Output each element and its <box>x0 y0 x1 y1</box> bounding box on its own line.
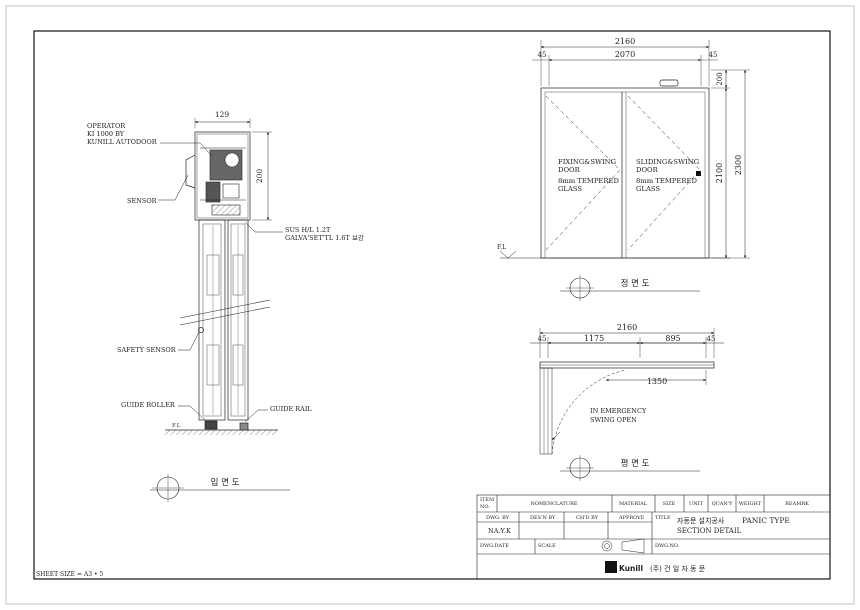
dim-front-right: 45 <box>709 51 718 59</box>
svg-text:IN EMERGENCY: IN EMERGENCY <box>590 407 647 415</box>
dim-plan-a: 1175 <box>584 334 604 343</box>
dim-plan-total: 2160 <box>617 323 637 332</box>
label-operator: OPERATOR KI 1000 BY KUNILL AUTODOOR <box>87 122 158 146</box>
svg-text:FIXING&SWING: FIXING&SWING <box>558 158 616 166</box>
tb-quanty: QUAN'Y <box>712 501 734 507</box>
header-sensor <box>659 79 679 87</box>
dim-plan-b: 895 <box>665 334 680 343</box>
dim-plan-right: 45 <box>707 335 716 343</box>
tb-dwg-no: DWG.NO. <box>655 543 680 549</box>
label-emergency: IN EMERGENCY SWING OPEN <box>590 407 647 424</box>
tb-title-label: TITLE <box>655 515 671 521</box>
svg-text:KI 1000 BY: KI 1000 BY <box>87 130 125 138</box>
svg-text:DOOR: DOOR <box>636 166 659 174</box>
tb-size: SIZE <box>663 501 676 507</box>
break-line <box>179 299 271 326</box>
tb-unit: UNIT <box>689 501 704 507</box>
view-title-plan: 평 면 도 <box>621 458 650 469</box>
dim-front-total-h: 2300 <box>734 155 743 175</box>
label-guide-rail: GUIDE RAIL <box>270 405 312 413</box>
tb-item: ITEM <box>480 497 494 503</box>
svg-text:DOOR: DOOR <box>558 166 581 174</box>
svg-text:SLIDING&SWING: SLIDING&SWING <box>636 158 699 166</box>
svg-text:SWING OPEN: SWING OPEN <box>590 416 637 424</box>
drawing-frame <box>33 30 831 580</box>
tb-drawer: NA.Y.K <box>488 527 511 535</box>
tb-dwg-date: DWG.DATE <box>480 543 509 549</box>
section-view <box>150 118 290 502</box>
tb-remark: REAMRK <box>785 501 809 507</box>
fixed-leaf-plan <box>539 367 553 455</box>
svg-text:8mm TEMPERED: 8mm TEMPERED <box>636 177 697 185</box>
tb-weight: WEIGHT <box>739 501 762 507</box>
tb-title-main: 자동문 설치공사 <box>677 516 725 525</box>
sheet-size: SHEET SIZE = A3 • 5 <box>36 571 103 578</box>
tb-title-type: PANIC TYPE <box>742 516 790 525</box>
company-name: (주) 건 일 자 동 문 <box>650 564 706 573</box>
label-sus: SUS H/L 1.2T GALVA'SET'TL 1.6T 보강 <box>285 226 364 242</box>
dim-width-129: 129 <box>215 110 230 119</box>
tb-title-sub: SECTION DETAIL <box>677 527 742 535</box>
svg-text:KUNILL AUTODOOR: KUNILL AUTODOOR <box>87 138 158 146</box>
door-leaves <box>198 219 249 421</box>
label-safety-sensor: SAFETY SENSOR <box>117 346 177 354</box>
svg-text:GALVA'SET'TL 1.6T 보강: GALVA'SET'TL 1.6T 보강 <box>285 233 364 242</box>
title-block <box>476 494 831 580</box>
label-sensor: SENSOR <box>127 197 158 205</box>
company-logo: Kunill <box>619 564 643 573</box>
label-fl-front: F.L <box>497 244 506 251</box>
sensor-housing <box>185 154 196 189</box>
dim-front-top: 200 <box>716 72 724 85</box>
title-block-text: ITEM NO. NOMENCLATURE MATERIAL SIZE UNIT… <box>480 497 809 549</box>
tb-chd-by: CH'D BY <box>576 515 599 521</box>
dim-front-door-h: 2100 <box>715 163 724 183</box>
svg-text:OPERATOR: OPERATOR <box>87 122 126 130</box>
dim-plan-open: 1350 <box>647 377 667 386</box>
dim-front-total: 2160 <box>615 37 635 46</box>
svg-text:8mm TEMPERED: 8mm TEMPERED <box>558 177 619 185</box>
view-title-front: 정 면 도 <box>621 278 650 289</box>
tb-desn-by: DES'N BY <box>530 515 556 521</box>
front-view <box>499 40 750 301</box>
fixing-swing-indicator <box>545 95 621 251</box>
view-title-section: 입 면 도 <box>211 477 240 488</box>
plan-view <box>530 328 724 481</box>
dim-front-left: 45 <box>538 51 547 59</box>
tb-dwg-by: DWG. BY <box>486 515 510 521</box>
tb-nomenclature: NOMENCLATURE <box>530 501 577 507</box>
operator-mechanism <box>200 147 246 216</box>
label-guide-roller: GUIDE ROLLER <box>121 401 176 409</box>
dim-plan-left: 45 <box>538 335 547 343</box>
outer-sheet-border <box>5 5 855 605</box>
label-fixing-swing: FIXING&SWING DOOR 8mm TEMPERED GLASS <box>558 158 619 193</box>
svg-text:GLASS: GLASS <box>636 185 660 193</box>
svg-text:GLASS: GLASS <box>558 185 582 193</box>
dim-height-200: 200 <box>255 169 264 184</box>
dim-front-inner: 2070 <box>615 50 635 59</box>
tb-material: MATERIAL <box>619 501 648 507</box>
svg-text:SUS H/L 1.2T: SUS H/L 1.2T <box>285 226 331 234</box>
tb-scale: SCALE <box>538 543 556 549</box>
label-sliding-swing: SLIDING&SWING DOOR 8mm TEMPERED GLASS <box>636 158 699 193</box>
label-fl-section: F.L <box>172 423 181 429</box>
tb-approve: APPROVE <box>618 515 645 521</box>
tb-no: NO. <box>480 504 490 510</box>
